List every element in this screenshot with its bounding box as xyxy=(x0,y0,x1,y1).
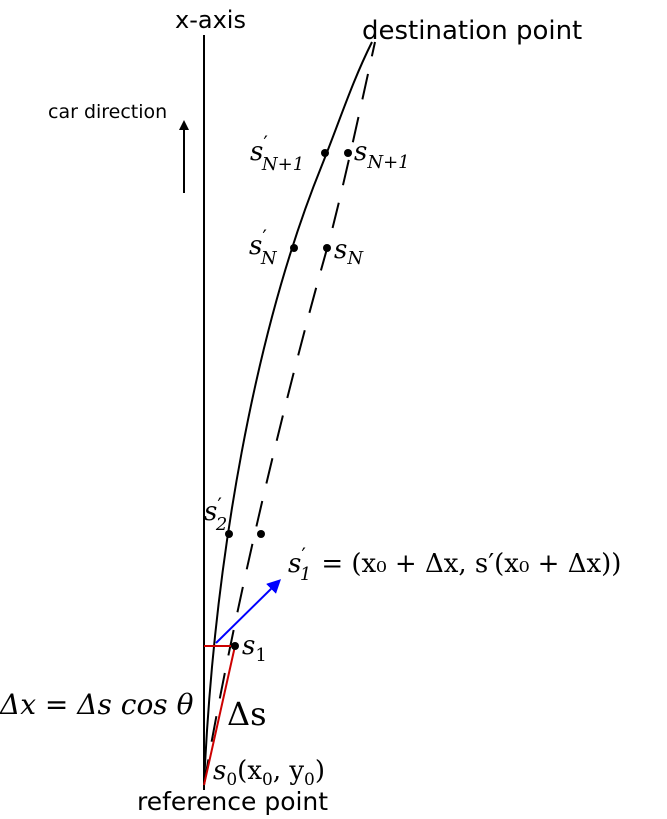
label-s1-prime: s′1= (x₀ + Δx, s′(x₀ + Δx)) xyxy=(288,543,621,585)
label-s1: s1 xyxy=(242,631,267,666)
point-s2 xyxy=(257,530,265,538)
label-sN1: sN+1 xyxy=(354,137,410,173)
x-axis-label: x-axis xyxy=(175,6,246,34)
point-sN xyxy=(323,244,331,252)
delta-x-formula: Δx = Δs cos θ xyxy=(0,688,194,721)
projection-vector xyxy=(215,579,281,644)
point-s2-prime xyxy=(225,530,233,538)
label-s2-prime: s′2 xyxy=(204,493,227,535)
label-s0: s0(x0, y0) xyxy=(213,756,325,790)
point-sN1 xyxy=(344,149,352,157)
dashed-trajectory-curve xyxy=(203,41,376,786)
reference-point-label: reference point xyxy=(137,787,328,816)
point-s1 xyxy=(231,642,239,650)
delta-s-label: Δs xyxy=(227,695,267,733)
point-sN1-prime xyxy=(321,149,329,157)
solid-trajectory-curve xyxy=(203,41,373,786)
delta-s-segment xyxy=(203,645,236,786)
label-sN-prime: s′N xyxy=(249,225,278,269)
destination-point-label: destination point xyxy=(362,16,582,46)
label-sN1-prime: s′N+1 xyxy=(250,131,304,175)
point-sN-prime xyxy=(290,244,298,252)
car-direction-label: car direction xyxy=(48,101,167,123)
label-sN: sN xyxy=(334,235,364,269)
